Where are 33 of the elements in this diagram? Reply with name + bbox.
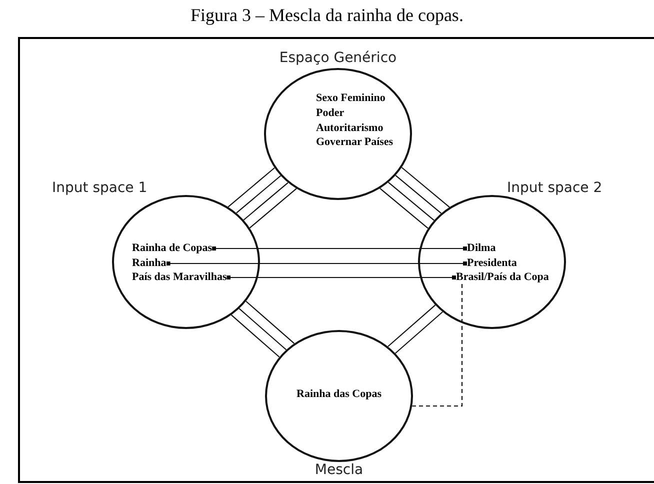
- connector-line: [401, 167, 450, 208]
- connector-line: [238, 308, 287, 350]
- concept-text: Presidenta: [467, 257, 517, 270]
- connector-line: [388, 182, 434, 221]
- space-heading: Espaço Genérico: [279, 49, 397, 67]
- concept-text: País das Maravilhas: [132, 271, 227, 284]
- figure-title: Figura 3 – Mescla da rainha de copas.: [190, 4, 464, 26]
- dashed-connector: [412, 284, 463, 407]
- connector-line: [395, 174, 442, 214]
- connector-line: [212, 246, 467, 250]
- concept-text: Rainha: [132, 257, 166, 270]
- concept-text: Brasil/País da Copa: [456, 271, 549, 284]
- connector-line: [249, 188, 297, 228]
- connector-line: [226, 276, 456, 280]
- concept-text: Dilma: [467, 242, 496, 255]
- connector-line: [395, 311, 443, 354]
- concept-text: Governar Países: [316, 136, 394, 149]
- concept-text: Sexo Feminino: [316, 92, 386, 105]
- connector-line: [236, 175, 282, 214]
- connector-line: [246, 300, 295, 344]
- concept-text: Rainha de Copas: [132, 242, 212, 255]
- space-heading: Input space 2: [507, 179, 602, 197]
- connector-line: [228, 167, 275, 208]
- connector-line: [230, 314, 280, 358]
- concept-text: Autoritarismo: [316, 122, 384, 135]
- connector-line: [388, 304, 436, 347]
- connector-line: [166, 262, 467, 266]
- connector-line: [243, 182, 288, 220]
- space-heading: Input space 1: [52, 179, 148, 197]
- concept-text: Poder: [316, 107, 344, 120]
- space-heading: Mescla: [314, 461, 364, 479]
- connector-line: [380, 188, 428, 229]
- concept-text: Rainha das Copas: [296, 388, 382, 401]
